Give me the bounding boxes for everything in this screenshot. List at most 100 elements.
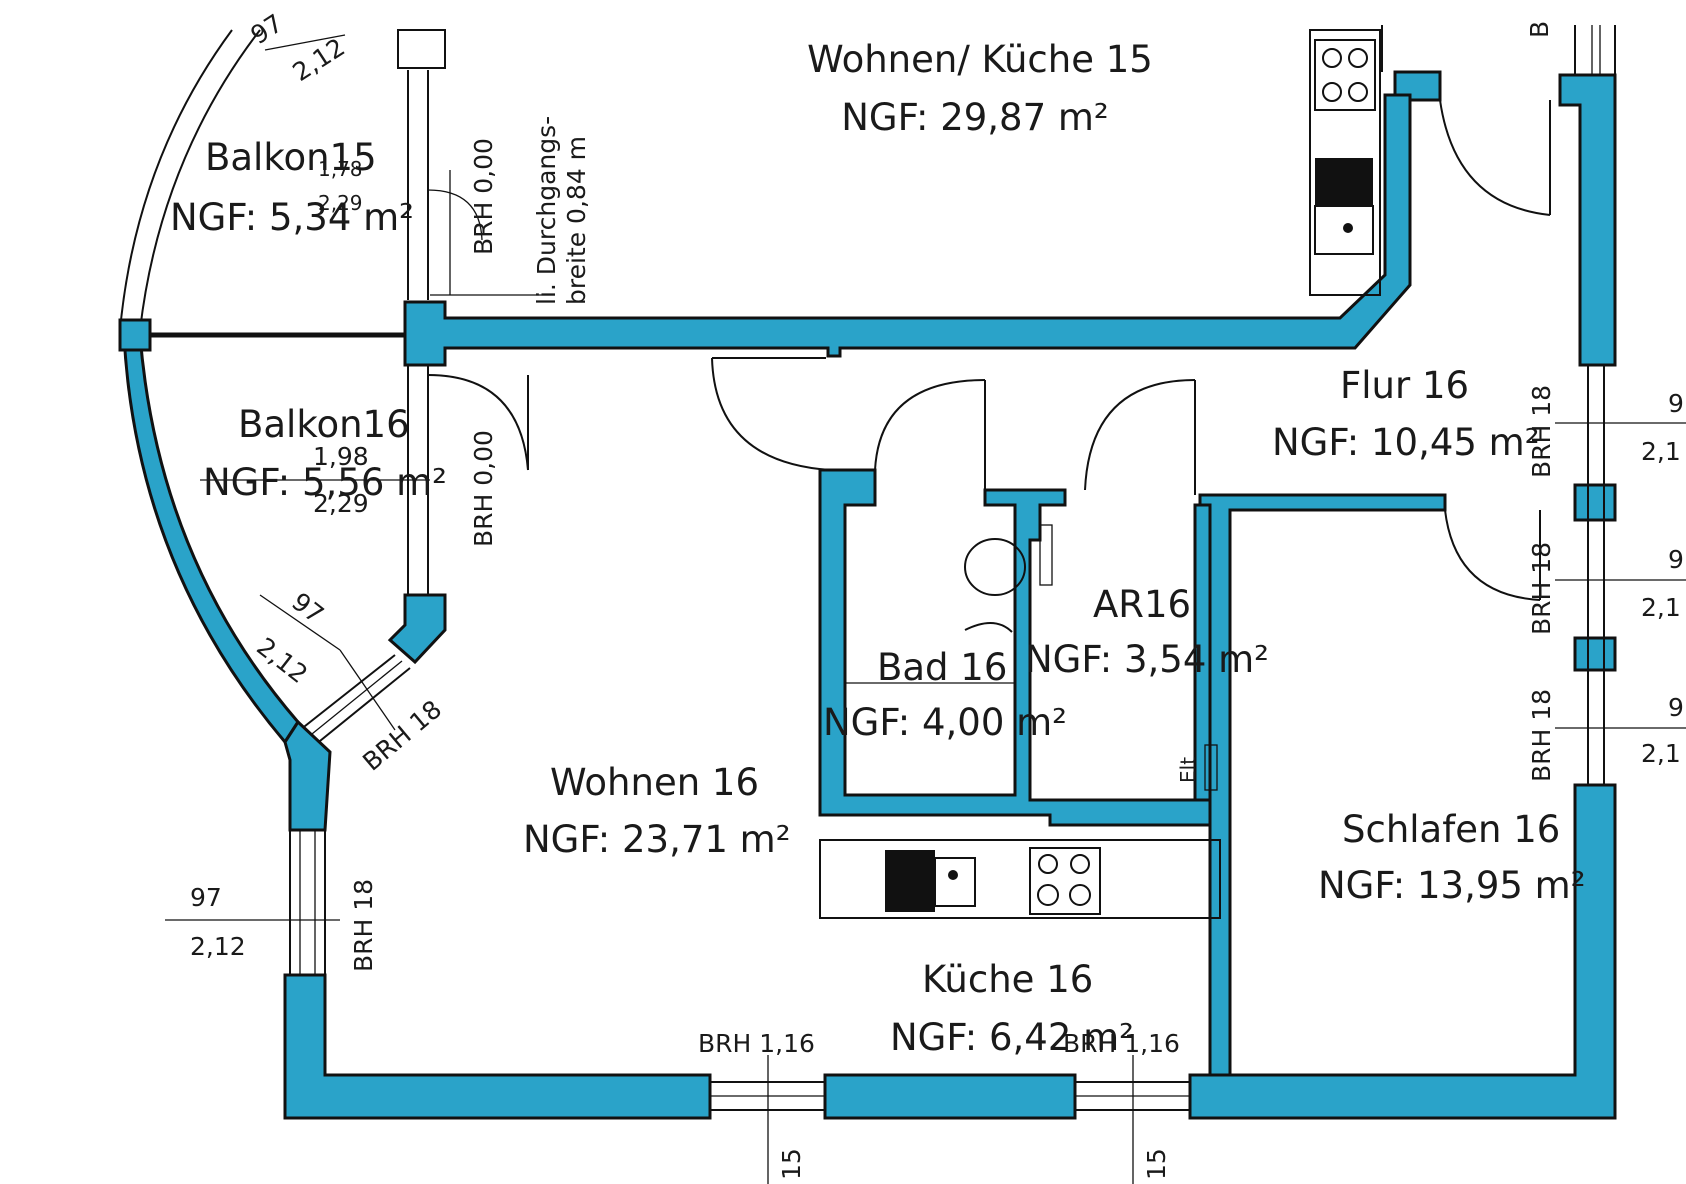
hob15-burner-1 — [1322, 48, 1342, 68]
annot-right-w-2: 9 — [1668, 545, 1684, 574]
annot-bottom-brh-a: BRH 1,16 — [698, 1029, 815, 1058]
elt-box — [1204, 744, 1218, 791]
hob16-burner-4 — [1069, 884, 1091, 906]
hob16-burner-1 — [1038, 854, 1058, 874]
hob15-burner-2 — [1348, 48, 1368, 68]
wall-east-upper — [1558, 73, 1617, 367]
annot-brh-000-b: BRH 0,00 — [469, 430, 498, 547]
annot-balkon15-w: 1,78 — [318, 157, 363, 181]
kitchen15-counter — [1309, 29, 1381, 296]
hob15-burner-4 — [1348, 82, 1368, 102]
annot-brh-000-a: BRH 0,00 — [469, 138, 498, 255]
sink16-basin-2 — [934, 857, 976, 907]
top-pillar-outline — [397, 29, 446, 69]
annot-left-win-h: 2,12 — [190, 932, 246, 961]
room-name-bad16: Bad 16 — [877, 646, 1007, 689]
dim-diag-line-b — [339, 649, 396, 731]
diag-window-c — [306, 660, 403, 739]
annot-elt: Elt — [1176, 757, 1200, 783]
door-wohnen16-swing — [711, 357, 831, 471]
room-name-balkon16: Balkon16 — [238, 403, 410, 446]
ar-shelf — [1039, 524, 1053, 586]
hob15 — [1314, 39, 1376, 111]
wall-south-west — [283, 973, 712, 1120]
hob16-burner-3 — [1037, 884, 1059, 906]
sink15-basin-1 — [1315, 158, 1373, 206]
sink15-basin-2 — [1314, 205, 1374, 255]
diag-window-b — [314, 667, 411, 746]
annot-durchgang-2: breite 0,84 m — [562, 136, 591, 305]
balcony15-curve-outer — [139, 29, 261, 331]
wall-schlafen — [1188, 493, 1617, 1120]
room-area-schlafen16: NGF: 13,95 m² — [1318, 864, 1586, 907]
annot-bottom-dim-b: 15 — [1142, 1148, 1171, 1180]
diag-window-a — [299, 654, 396, 731]
hob16-burner-2 — [1070, 854, 1090, 874]
room-name-wohnen-kueche-15: Wohnen/ Küche 15 — [807, 38, 1153, 81]
room-area-balkon15: NGF: 5,34 m² — [170, 196, 414, 239]
annot-left-win-w: 97 — [190, 883, 222, 912]
room-area-ar16: NGF: 3,54 m² — [1025, 638, 1269, 681]
annot-right-h-2: 2,1 — [1641, 593, 1681, 622]
room-area-balkon16: NGF: 5,56 m² — [203, 461, 447, 504]
annot-bottom-brh-b: BRH 1,16 — [1063, 1029, 1180, 1058]
annot-right-w-3: 9 — [1668, 693, 1684, 722]
hob15-burner-3 — [1322, 82, 1342, 102]
annot-diag-brh: BRH 18 — [357, 695, 447, 777]
annot-diag-w: 97 — [286, 587, 329, 629]
annot-balkon15-h: 2,29 — [318, 191, 363, 215]
hob16 — [1029, 847, 1101, 915]
room-name-wohnen16: Wohnen 16 — [550, 761, 759, 804]
east-pillar-2 — [1573, 636, 1617, 672]
annot-right-h-1: 2,1 — [1641, 437, 1681, 466]
door-balkon15-swing — [427, 189, 483, 241]
annot-balkon16-h: 2,29 — [313, 489, 369, 518]
room-area-wohnen16: NGF: 23,71 m² — [523, 818, 791, 861]
balcony15-curve-inner — [119, 29, 233, 331]
room-name-ar16: AR16 — [1093, 583, 1191, 626]
annot-top-left-w: 97 — [245, 8, 287, 50]
wall-south-mid — [823, 1073, 1077, 1120]
annot-durchgang-1: li. Durchgangs- — [532, 116, 561, 305]
wc — [964, 622, 1013, 633]
balcony16-curve-outer — [137, 334, 291, 731]
door-bad-swing — [874, 379, 986, 471]
sink16-basin-1 — [885, 850, 935, 912]
annot-top-right-brh: B — [1525, 21, 1554, 38]
balcony-post-left — [118, 318, 152, 352]
sink16-drain — [948, 870, 958, 880]
room-name-flur16: Flur 16 — [1340, 364, 1469, 407]
door-schlafen-swing — [1444, 509, 1541, 601]
annot-right-h-3: 2,1 — [1641, 739, 1681, 768]
dim-top-left-line — [264, 34, 346, 51]
annot-bottom-dim-a: 15 — [777, 1148, 806, 1180]
wall-wohnen15-south — [403, 93, 1412, 367]
room-area-bad16: NGF: 4,00 m² — [823, 701, 1067, 744]
balcony16-curve-wall — [122, 333, 300, 745]
annot-left-win-brh: BRH 18 — [349, 879, 378, 972]
annot-right-w-1: 9 — [1668, 389, 1684, 418]
door-ar-swing — [1084, 379, 1196, 491]
room-name-schlafen16: Schlafen 16 — [1342, 808, 1560, 851]
dim-diag-line-a — [259, 594, 341, 651]
room-name-kueche16: Küche 16 — [922, 958, 1093, 1001]
wall-diagonal-top — [387, 593, 447, 665]
sink15-drain — [1343, 223, 1353, 233]
room-area-flur16: NGF: 10,45 m² — [1272, 421, 1540, 464]
kitchen16-counter — [819, 839, 1221, 919]
room-area-kueche16: NGF: 6,42 m² — [890, 1016, 1134, 1059]
annot-right-brh-3: BRH 18 — [1527, 689, 1556, 782]
door-balkon16-swing — [427, 374, 529, 471]
annot-balkon16-w: 1,98 — [313, 442, 369, 471]
room-area-wohnen-kueche-15: NGF: 29,87 m² — [841, 96, 1109, 139]
wall-ar-east — [1193, 503, 1212, 802]
annot-right-brh-2: BRH 18 — [1527, 542, 1556, 635]
wall-flur-post — [1393, 70, 1442, 102]
washbasin — [964, 538, 1026, 596]
east-pillar-1 — [1573, 483, 1617, 522]
door-wohnen15-swing — [1439, 99, 1551, 216]
wall-bad-ar — [818, 468, 1212, 827]
annot-right-brh-1: BRH 18 — [1527, 385, 1556, 478]
room-name-balkon15: Balkon15 — [205, 136, 377, 179]
